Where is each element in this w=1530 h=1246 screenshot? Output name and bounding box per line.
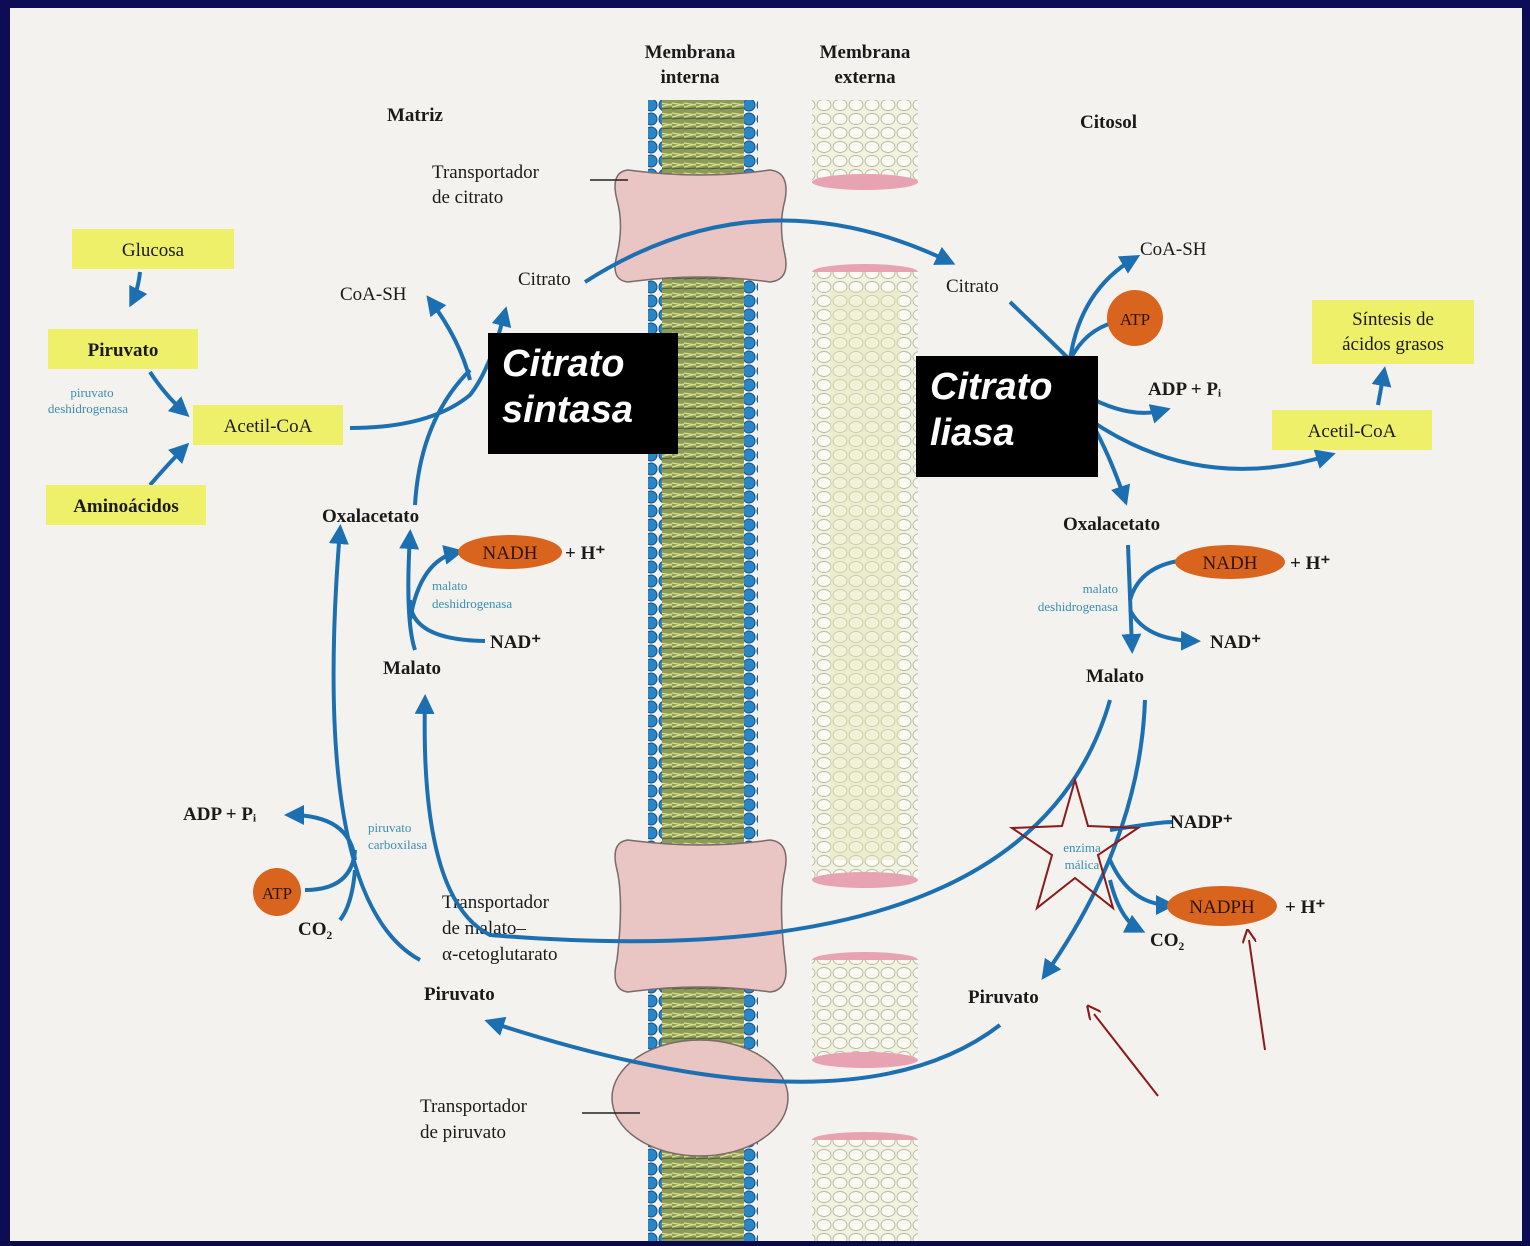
malate-transporter-label: Transportador de malato– α-cetoglutarato	[442, 892, 557, 965]
svg-text:NADH: NADH	[483, 543, 538, 564]
aminoacidos-box: Aminoácidos	[46, 485, 206, 525]
svg-text:NADH: NADH	[1203, 553, 1258, 574]
nadh-left: NADH	[458, 535, 562, 569]
svg-text:Membrana: Membrana	[645, 42, 736, 63]
svg-text:malato: malato	[432, 578, 467, 593]
atp-right: ATP	[1107, 290, 1163, 346]
acetil-coa-left-box: Acetil-CoA	[193, 405, 343, 445]
svg-text:ATP: ATP	[262, 884, 292, 903]
svg-text:Glucosa: Glucosa	[122, 240, 185, 261]
citrato-sintasa-label: Citrato sintasa	[488, 333, 678, 454]
sintesis-box: Síntesis de ácidos grasos	[1312, 300, 1474, 364]
svg-text:Acetil-CoA: Acetil-CoA	[1308, 421, 1397, 442]
svg-text:deshidrogenasa: deshidrogenasa	[432, 596, 512, 611]
svg-text:ATP: ATP	[1120, 310, 1150, 329]
svg-text:Membrana: Membrana	[820, 42, 911, 63]
citrate-transporter-label: Transportador de citrato	[432, 162, 628, 208]
overlay-line: Citrato	[502, 341, 664, 387]
co2-right: CO₂	[1150, 930, 1185, 951]
oxalacetato-left: Oxalacetato	[322, 506, 419, 527]
matrix-label: Matriz	[387, 105, 443, 126]
svg-text:Aminoácidos: Aminoácidos	[73, 496, 179, 517]
nadh-right: NADH	[1175, 545, 1285, 579]
piruvato-right: Piruvato	[968, 987, 1039, 1008]
svg-text:deshidrogenasa: deshidrogenasa	[1038, 599, 1118, 614]
h-plus-right-2: + H⁺	[1285, 897, 1325, 918]
svg-text:externa: externa	[834, 67, 896, 88]
pathway-diagram: Membrana interna Membrana externa Matriz…	[10, 8, 1522, 1241]
svg-text:ácidos grasos: ácidos grasos	[1342, 334, 1444, 355]
svg-text:de piruvato: de piruvato	[420, 1122, 506, 1143]
svg-text:deshidrogenasa: deshidrogenasa	[48, 401, 128, 416]
nadp-right: NADP⁺	[1170, 812, 1233, 833]
svg-text:málica: málica	[1065, 857, 1100, 872]
nad-left: NAD⁺	[490, 632, 541, 653]
pyruvate-transporter-label: Transportador de piruvato	[420, 1096, 640, 1143]
svg-text:α-cetoglutarato: α-cetoglutarato	[442, 944, 557, 965]
adp-pi-left: ADP + Pᵢ	[183, 804, 257, 825]
co2-left: CO₂	[298, 919, 333, 940]
coa-sh-right: CoA-SH	[1140, 239, 1207, 260]
acetil-to-sintesis-arrow	[1378, 372, 1384, 405]
pc-enzyme-label: piruvato carboxilasa	[368, 820, 427, 852]
malic-enzyme-label: enzima málica	[1063, 840, 1101, 872]
piruvato-left: Piruvato	[424, 984, 495, 1005]
arrow-to-nadph	[1249, 940, 1265, 1050]
citrato-right: Citrato	[946, 276, 999, 297]
svg-text:piruvato: piruvato	[368, 820, 411, 835]
diagram-paper: Membrana interna Membrana externa Matriz…	[10, 8, 1522, 1241]
nadph-right: NADPH	[1167, 886, 1277, 926]
coa-sh-left: CoA-SH	[340, 284, 407, 305]
cytosol-label: Citosol	[1080, 112, 1137, 133]
h-plus-right: + H⁺	[1290, 553, 1330, 574]
citrate-transporter	[615, 170, 786, 282]
overlay-line: liasa	[930, 410, 1084, 456]
malato-right: Malato	[1086, 666, 1144, 687]
svg-text:enzima: enzima	[1063, 840, 1101, 855]
svg-text:Acetil-CoA: Acetil-CoA	[224, 416, 313, 437]
adp-pi-right: ADP + Pᵢ	[1148, 379, 1222, 400]
inner-membrane-header: Membrana interna	[645, 42, 736, 88]
malato-left: Malato	[383, 658, 441, 679]
pyruvate-transporter	[612, 1040, 788, 1156]
citrato-left: Citrato	[518, 269, 571, 290]
svg-text:piruvato: piruvato	[70, 385, 113, 400]
mdh-enzyme-left: malato deshidrogenasa	[432, 578, 512, 611]
overlay-line: Citrato	[930, 364, 1084, 410]
nad-right: NAD⁺	[1210, 632, 1261, 653]
svg-text:interna: interna	[660, 67, 720, 88]
piruvato-top-box: Piruvato	[48, 329, 198, 369]
citrato-liasa-label: Citrato liasa	[916, 356, 1098, 477]
arrow-to-piruvato	[1094, 1014, 1158, 1096]
svg-text:malato: malato	[1083, 581, 1118, 596]
svg-text:carboxilasa: carboxilasa	[368, 837, 427, 852]
svg-text:NADPH: NADPH	[1189, 897, 1255, 918]
acetil-coa-right-box: Acetil-CoA	[1272, 410, 1432, 450]
svg-text:de citrato: de citrato	[432, 187, 503, 208]
glucosa-box: Glucosa	[72, 229, 234, 269]
mdh-enzyme-right: malato deshidrogenasa	[1038, 581, 1118, 614]
h-plus-left: + H⁺	[565, 543, 605, 564]
svg-text:Transportador: Transportador	[420, 1096, 528, 1117]
pdh-enzyme-label: piruvato deshidrogenasa	[48, 385, 128, 416]
svg-text:Transportador: Transportador	[432, 162, 540, 183]
outer-membrane-header: Membrana externa	[820, 42, 911, 88]
atp-left: ATP	[253, 868, 301, 916]
oxalacetato-right: Oxalacetato	[1063, 514, 1160, 535]
overlay-line: sintasa	[502, 387, 664, 433]
svg-text:Síntesis de: Síntesis de	[1352, 309, 1434, 330]
svg-text:Piruvato: Piruvato	[88, 340, 159, 361]
malate-transporter	[615, 840, 786, 992]
